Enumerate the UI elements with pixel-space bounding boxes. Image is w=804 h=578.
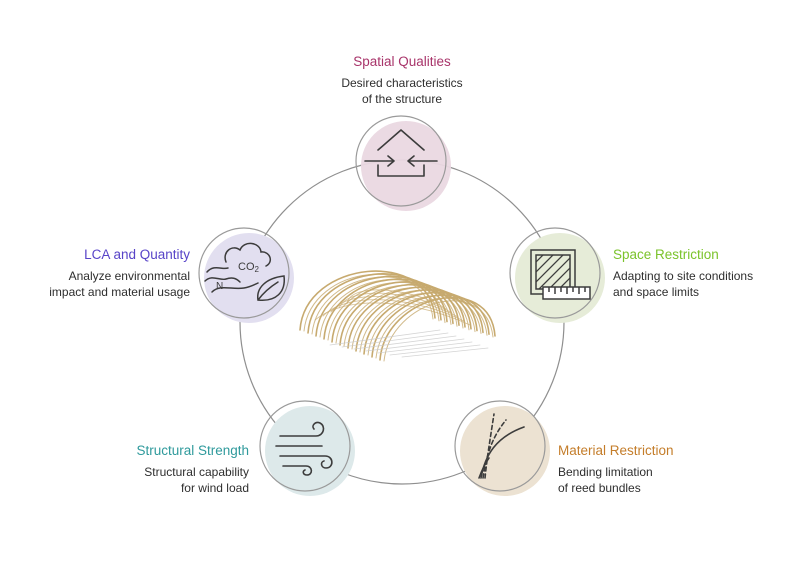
reed-purlin xyxy=(346,289,447,310)
ground-line xyxy=(389,344,481,356)
reed-arch-inner xyxy=(367,295,482,356)
spatial-qualities-circle-shadow xyxy=(361,121,451,211)
lca-quantity-desc-line1: Analyze environmental xyxy=(68,269,190,283)
wind-icon xyxy=(275,421,333,476)
reed-arch-inner xyxy=(375,297,488,359)
space-restriction-circle xyxy=(509,227,601,319)
space-restriction-desc-line1: Adapting to site conditions xyxy=(613,269,754,283)
reed-arch-inner xyxy=(359,292,476,353)
reed-arch xyxy=(339,283,466,346)
spatial-qualities-circle xyxy=(355,115,447,207)
reed-purlin xyxy=(314,302,471,326)
material-restriction-desc-line2: of reed bundles xyxy=(558,481,641,495)
structural-strength-desc-line1: Structural capability xyxy=(144,465,249,479)
co2-subscript-text: 2 xyxy=(255,265,260,274)
lca-quantity-desc-line2: impact and material usage xyxy=(49,285,190,299)
reed-arch xyxy=(355,289,478,352)
space-restriction-desc-line2: and space limits xyxy=(613,285,700,299)
space-restriction-title: Space Restriction xyxy=(613,247,719,262)
co2-label: CO2 xyxy=(238,261,260,274)
bending-curves-icon xyxy=(478,413,525,479)
spatial-qualities-desc-line2: of the structure xyxy=(361,92,443,106)
ground-line xyxy=(377,341,473,354)
lca-quantity-title: LCA and Quantity xyxy=(84,247,190,262)
node-material-restriction xyxy=(454,400,550,496)
material-restriction-desc-line1: Bending limitation xyxy=(558,465,653,479)
structural-strength-title: Structural Strength xyxy=(136,443,249,458)
structural-strength-circle xyxy=(259,400,351,492)
reed-arch-inner xyxy=(383,300,494,362)
node-lca-quantity: CO2 N xyxy=(198,227,294,323)
reed-arch xyxy=(331,281,460,343)
reed-arch xyxy=(307,273,442,334)
reed-purlin xyxy=(330,296,459,318)
ground-line xyxy=(401,347,489,358)
house-compress-icon xyxy=(364,129,438,177)
material-restriction-circle xyxy=(454,400,546,492)
spatial-qualities-title: Spatial Qualities xyxy=(353,54,451,69)
co2-main-text: CO xyxy=(238,261,255,273)
nitrogen-label: N xyxy=(216,281,223,292)
ground-line xyxy=(341,332,449,348)
lca-quantity-circle-shadow xyxy=(204,233,294,323)
reed-arch xyxy=(299,270,436,331)
reed-arch xyxy=(363,291,484,355)
structural-strength-desc-line2: for wind load xyxy=(180,481,249,495)
structural-strength-circle-shadow xyxy=(265,406,355,496)
ground-line xyxy=(353,335,457,350)
ground-line xyxy=(329,329,441,346)
ground-line xyxy=(365,338,465,352)
node-spatial-qualities xyxy=(355,115,451,211)
hatched-square-ruler-icon xyxy=(530,249,591,300)
spatial-qualities-desc-line1: Desired characteristics xyxy=(341,76,463,90)
node-space-restriction xyxy=(509,227,605,323)
lca-quantity-circle xyxy=(198,227,290,319)
reed-purlin xyxy=(338,292,453,314)
reed-arch xyxy=(347,286,472,349)
reed-arch xyxy=(371,294,490,358)
co2-cloud-leaf-icon xyxy=(204,242,285,301)
node-structural-strength xyxy=(259,400,355,496)
material-restriction-title: Material Restriction xyxy=(558,443,674,458)
reed-vault-structure-illustration xyxy=(299,270,496,362)
